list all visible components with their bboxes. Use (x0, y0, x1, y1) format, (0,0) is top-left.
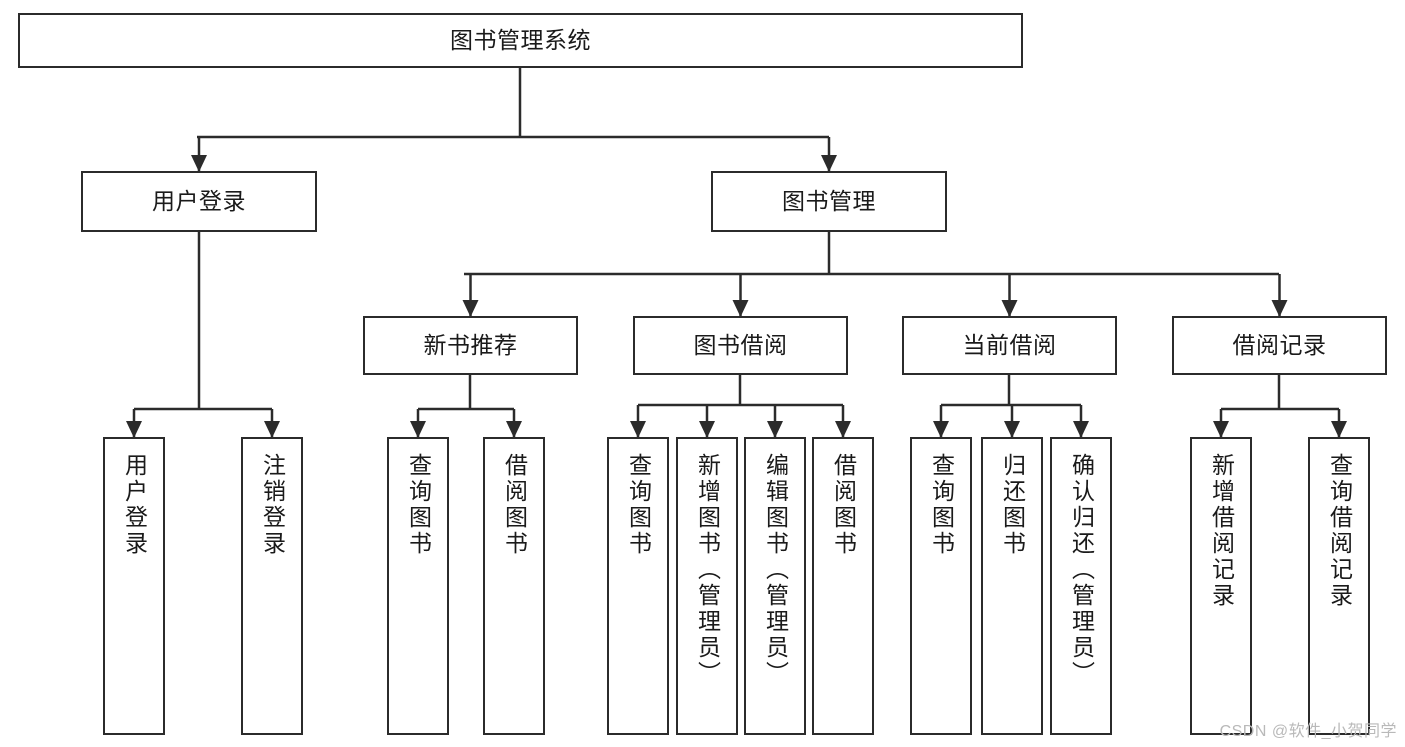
node-label-leaf-query-book-recommend: 查询图书 (405, 453, 432, 557)
arrow-head-icon-leaf-borrow-book (835, 421, 851, 438)
node-leaf-add-borrow-record[interactable]: 新增借阅记录 (1190, 437, 1252, 735)
node-label-leaf-query-borrow-record: 查询借阅记录 (1326, 453, 1353, 609)
arrow-head-icon-borrow-record (1271, 300, 1288, 317)
node-root[interactable]: 图书管理系统 (18, 13, 1023, 68)
arrow-head-icon-leaf-user-login (126, 421, 142, 438)
node-user-login[interactable]: 用户登录 (81, 171, 317, 232)
arrow-head-icon-book-borrow (732, 300, 749, 317)
node-leaf-query-book-current[interactable]: 查询图书 (910, 437, 972, 735)
node-leaf-user-login[interactable]: 用户登录 (103, 437, 165, 735)
arrow-head-icon-current-borrow (1001, 300, 1018, 317)
node-label-book-management: 图书管理 (782, 187, 876, 214)
node-leaf-add-book-admin[interactable]: 新增图书（管理员） (676, 437, 738, 735)
arrow-head-icon-leaf-query-book-current (933, 421, 949, 438)
node-leaf-return-book[interactable]: 归还图书 (981, 437, 1043, 735)
node-current-borrow[interactable]: 当前借阅 (902, 316, 1117, 375)
node-label-leaf-confirm-return-admin: 确认归还（管理员） (1068, 453, 1095, 687)
arrow-head-icon-book-management (821, 155, 837, 172)
node-label-leaf-add-book-admin: 新增图书（管理员） (694, 453, 721, 687)
node-label-root: 图书管理系统 (450, 26, 591, 53)
node-label-user-login: 用户登录 (152, 187, 246, 214)
node-leaf-query-borrow-record[interactable]: 查询借阅记录 (1308, 437, 1370, 735)
node-leaf-edit-book-admin[interactable]: 编辑图书（管理员） (744, 437, 806, 735)
node-borrow-record[interactable]: 借阅记录 (1172, 316, 1387, 375)
node-leaf-borrow-book[interactable]: 借阅图书 (812, 437, 874, 735)
arrow-head-icon-leaf-edit-book-admin (767, 421, 783, 438)
node-label-leaf-user-login: 用户登录 (121, 453, 148, 557)
arrow-head-icon-leaf-query-book-recommend (410, 421, 426, 438)
arrow-head-icon-user-login (191, 155, 207, 172)
node-book-management[interactable]: 图书管理 (711, 171, 947, 232)
arrow-head-icon-leaf-confirm-return-admin (1073, 421, 1089, 438)
node-label-book-borrow: 图书借阅 (693, 331, 788, 358)
node-leaf-confirm-return-admin[interactable]: 确认归还（管理员） (1050, 437, 1112, 735)
node-label-leaf-query-book-current: 查询图书 (928, 453, 955, 557)
node-label-leaf-add-borrow-record: 新增借阅记录 (1208, 453, 1235, 609)
node-leaf-query-book-borrow[interactable]: 查询图书 (607, 437, 669, 735)
arrow-head-icon-leaf-query-book-borrow (630, 421, 646, 438)
node-new-book-recommend[interactable]: 新书推荐 (363, 316, 578, 375)
arrow-head-icon-new-book-recommend (462, 300, 479, 317)
node-leaf-borrow-book-recommend[interactable]: 借阅图书 (483, 437, 545, 735)
node-label-borrow-record: 借阅记录 (1232, 331, 1327, 358)
arrow-head-icon-leaf-add-book-admin (699, 421, 715, 438)
arrow-head-icon-leaf-borrow-book-recommend (506, 421, 522, 438)
node-leaf-user-logout[interactable]: 注销登录 (241, 437, 303, 735)
node-label-leaf-user-logout: 注销登录 (259, 453, 286, 557)
node-label-leaf-edit-book-admin: 编辑图书（管理员） (762, 453, 789, 687)
node-label-current-borrow: 当前借阅 (962, 331, 1057, 358)
node-label-new-book-recommend: 新书推荐 (423, 331, 518, 358)
node-label-leaf-borrow-book-recommend: 借阅图书 (501, 453, 528, 557)
node-book-borrow[interactable]: 图书借阅 (633, 316, 848, 375)
node-leaf-query-book-recommend[interactable]: 查询图书 (387, 437, 449, 735)
node-label-leaf-query-book-borrow: 查询图书 (625, 453, 652, 557)
arrow-head-icon-leaf-add-borrow-record (1213, 421, 1229, 438)
arrow-head-icon-leaf-return-book (1004, 421, 1020, 438)
node-label-leaf-return-book: 归还图书 (999, 453, 1026, 557)
arrow-head-icon-leaf-user-logout (264, 421, 280, 438)
node-label-leaf-borrow-book: 借阅图书 (830, 453, 857, 557)
arrow-head-icon-leaf-query-borrow-record (1331, 421, 1347, 438)
